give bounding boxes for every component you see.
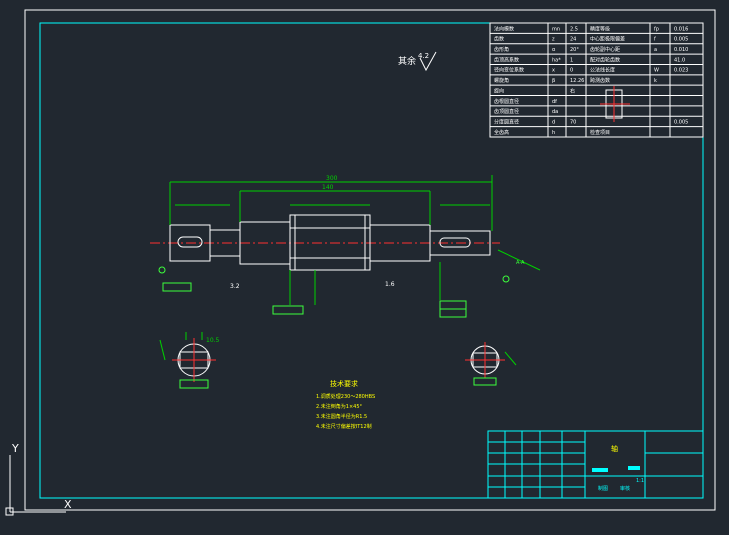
sheet-outer-border (24, 9, 716, 511)
param-table-cell: 精度等级 (590, 25, 610, 32)
keyway-right (439, 237, 471, 248)
tech-req-2: 2.未注倒角为1×45° (316, 403, 363, 410)
section-view-left: 10.5 (159, 332, 220, 389)
param-table-cell: 24 (570, 37, 576, 43)
shaft-main-view (150, 214, 500, 271)
param-table-cell: β (552, 78, 555, 84)
param-table-cell: ha* (552, 57, 561, 63)
param-table-cell: 径向变位系数 (494, 67, 524, 74)
param-table-cell: da (552, 109, 558, 115)
param-table-cell: 分度圆直径 (494, 119, 519, 126)
param-table-cell: 全齿高 (494, 129, 509, 136)
param-table-cell: fp (654, 26, 659, 32)
param-table-cell: x (552, 68, 555, 74)
keyway-left (177, 236, 203, 248)
param-table-cell: 0.010 (674, 47, 688, 53)
technical-requirements: 技术要求 1.调质处理230～280HBS 2.未注倒角为1×45° 3.未注圆… (316, 379, 375, 430)
title-drawn-by: 制图 (598, 485, 608, 492)
param-table-cell: f (654, 37, 656, 43)
tolerance-frame-4 (162, 282, 192, 292)
param-table-cell: 跨测齿数 (590, 77, 610, 84)
param-table-cell: 齿根圆直径 (494, 98, 519, 105)
tech-req-3: 3.未注圆角半径为R1.5 (316, 413, 367, 420)
tooth-profile-sketch (600, 86, 630, 122)
param-table-cell: 2.5 (570, 26, 578, 32)
param-table-cell: 检查项目 (590, 129, 610, 136)
param-table-cell: 1 (570, 57, 573, 63)
param-table-cell: 0 (570, 68, 573, 74)
tech-req-title: 技术要求 (330, 379, 358, 388)
param-table-cell: 中心距极限偏差 (590, 36, 625, 43)
title-checked-by: 审核 (620, 485, 630, 492)
param-table-cell: z (552, 37, 555, 43)
param-table-cell: 法向模数 (494, 25, 514, 32)
param-table-cell: h (552, 130, 555, 136)
sheet-inner-border (39, 22, 704, 499)
param-table-cell: 0.016 (674, 26, 688, 32)
param-table-cell: df (552, 99, 557, 105)
tech-req-4: 4.未注尺寸偏差按IT12制 (316, 423, 372, 430)
roughness-label-2: 1.6 (385, 281, 395, 288)
param-table-cell: 右 (570, 87, 575, 94)
param-table-cell: 齿数 (494, 36, 504, 43)
title-block-fill-1 (592, 468, 608, 472)
param-table-cell: 螺旋角 (494, 77, 509, 84)
param-table-cell: W (654, 68, 659, 74)
roughness-label-1: 3.2 (230, 283, 240, 290)
overall-length-dim: 300 (326, 175, 338, 182)
param-table-cell: 0.005 (674, 37, 688, 43)
param-table-cell: α (552, 47, 556, 53)
param-table-cell: 齿顶高系数 (494, 56, 519, 63)
param-table-cell: a (654, 47, 657, 53)
section-left-dim: 10.5 (206, 337, 220, 344)
tolerance-frame-3 (439, 308, 467, 318)
param-table-cell: 齿形角 (494, 46, 509, 53)
tech-req-1: 1.调质处理230～280HBS (316, 393, 375, 400)
ucs-icon[interactable]: Y X (5, 442, 72, 516)
param-table-cell: 0.005 (674, 120, 688, 126)
title-scale: 1:1 (636, 478, 644, 484)
param-table-cell: 20° (570, 47, 579, 53)
param-table-cell: mn (552, 26, 560, 32)
roughness-value: 4.2 (418, 52, 429, 60)
shaft-segment-5 (429, 230, 491, 256)
param-table-cell: 0.023 (674, 68, 688, 74)
surface-note-label: 其余 (398, 55, 416, 67)
title-part-name: 轴 (611, 444, 618, 453)
param-table-cell: 齿顶圆直径 (494, 108, 519, 115)
section-left-tolerance (179, 379, 209, 389)
param-table-cell: 旋向 (494, 87, 504, 94)
param-table-cell: 70 (570, 120, 576, 126)
main-view-dimensions: 300 140 A-A 3.2 1.6 (158, 175, 541, 318)
param-table-cell: k (654, 78, 657, 84)
ucs-y-label: Y (11, 442, 19, 455)
tolerance-frame-1 (272, 305, 304, 315)
surface-roughness-note: 其余 4.2 (398, 51, 437, 72)
section-view-right (465, 342, 517, 386)
section-right-tolerance (473, 377, 497, 386)
datum-marker-left (158, 266, 166, 274)
param-table-cell: 12.26 (570, 78, 584, 84)
param-table-cell: 41.0 (674, 57, 685, 63)
param-table-cell: 配对齿轮齿数 (590, 56, 620, 63)
section-label: A-A (516, 260, 525, 266)
param-table-cell: 齿轮副中心距 (590, 46, 620, 53)
ucs-x-label: X (64, 498, 72, 511)
title-block-fill-2 (628, 466, 640, 470)
datum-marker-right (502, 275, 510, 283)
center-length-dim: 140 (322, 184, 334, 191)
param-table-cell: d (552, 120, 555, 126)
title-block: 轴 制图 审核 1:1 (487, 430, 704, 499)
param-table-cell: 公法线长度 (590, 67, 615, 74)
parameter-table: 法向模数 mn 2.5 精度等级 fp 0.016 齿数 z 24 中心距极限偏差 f 0.005 齿形… (489, 22, 704, 138)
